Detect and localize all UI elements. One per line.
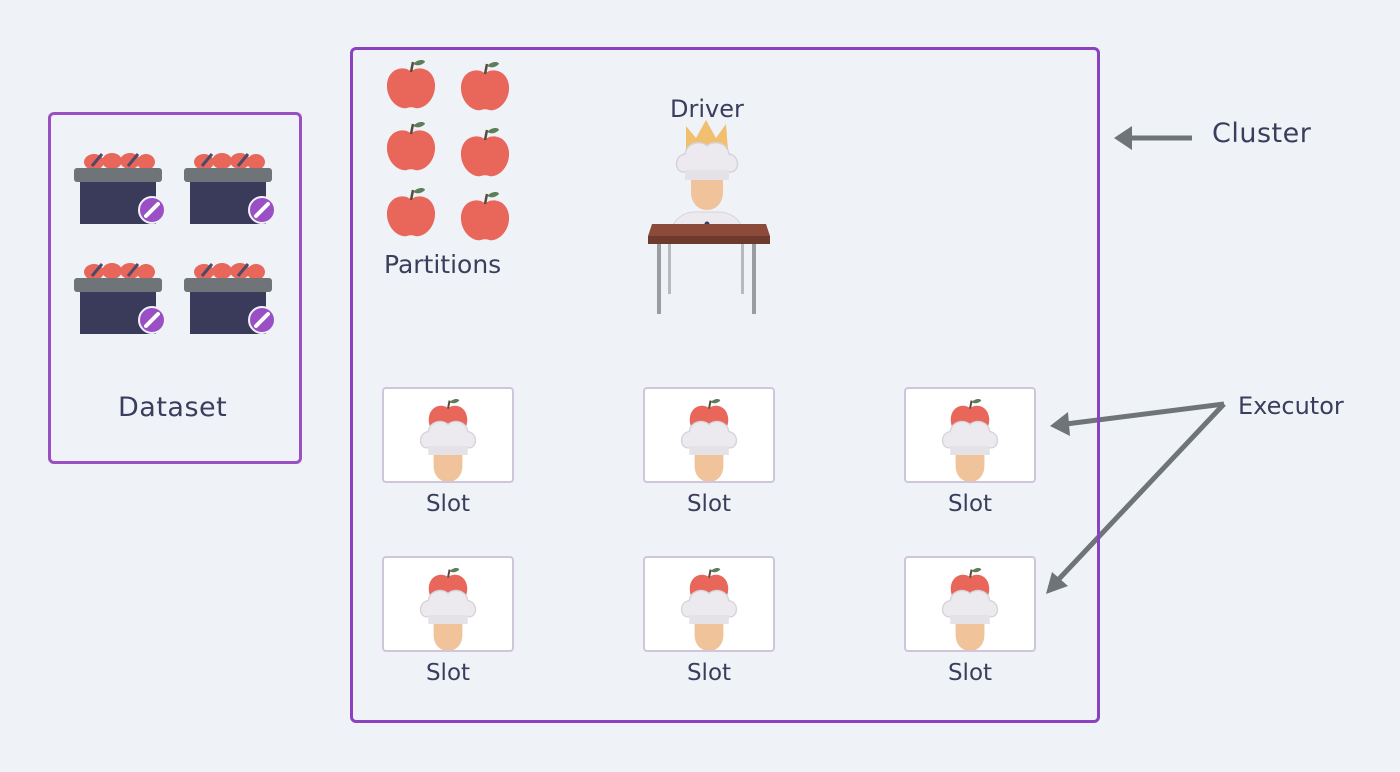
- driver-label: Driver: [670, 95, 744, 123]
- chef-with-apple-icon: [675, 397, 743, 481]
- chef-with-apple-icon: [936, 566, 1004, 650]
- apple-basket-icon: [182, 261, 277, 336]
- dataset-label: Dataset: [118, 392, 228, 423]
- driver-icon: [648, 120, 770, 314]
- chef-with-apple-icon: [414, 397, 482, 481]
- chef-with-apple-icon: [675, 566, 743, 650]
- slot-label: Slot: [686, 660, 732, 686]
- executor-label: Executor: [1238, 392, 1344, 420]
- apple-basket-icon: [182, 151, 277, 226]
- cluster-box: [350, 47, 1100, 723]
- chef-with-apple-icon: [936, 397, 1004, 481]
- executor-slot: [643, 556, 775, 652]
- chef-with-apple-icon: [414, 566, 482, 650]
- slot-label: Slot: [947, 660, 993, 686]
- dataset-box: [48, 112, 302, 464]
- apple-basket-icon: [72, 261, 167, 336]
- cluster-label: Cluster: [1212, 118, 1312, 149]
- slot-label: Slot: [425, 660, 471, 686]
- apple-basket-icon: [72, 151, 167, 226]
- executor-slot: [382, 556, 514, 652]
- executor-slot: [643, 387, 775, 483]
- executor-slot: [904, 387, 1036, 483]
- slot-label: Slot: [425, 491, 471, 517]
- arrows: [1046, 126, 1226, 594]
- slot-label: Slot: [686, 491, 732, 517]
- executor-slot: [382, 387, 514, 483]
- partitions-label: Partitions: [384, 250, 502, 279]
- slot-label: Slot: [947, 491, 993, 517]
- executor-slot: [904, 556, 1036, 652]
